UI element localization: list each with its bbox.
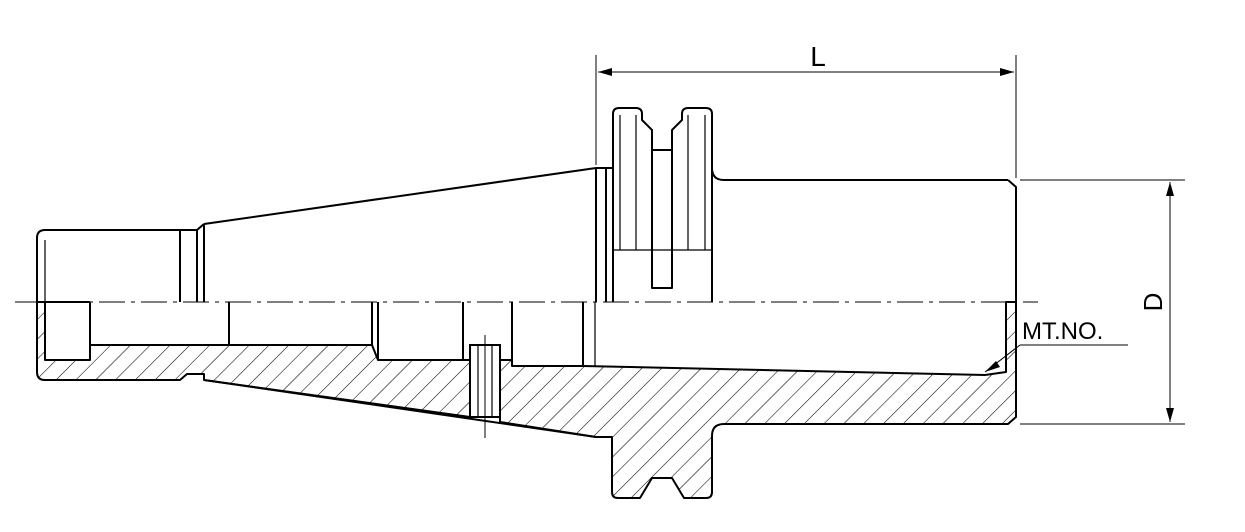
dimension-D: D	[1020, 179, 1185, 425]
taper-upper	[203, 167, 597, 225]
dimension-L-label: L	[810, 41, 826, 72]
cross-hole	[469, 335, 501, 438]
morse-taper-label: MT.NO.	[1022, 318, 1103, 345]
morse-taper-callout: MT.NO.	[984, 318, 1128, 373]
section-hatch	[36, 301, 1017, 499]
shank-upper	[1007, 179, 1017, 302]
drive-slot	[651, 150, 673, 289]
flange-upper	[606, 107, 1008, 181]
lower-half-section	[36, 301, 1017, 499]
collet-nose-upper	[36, 229, 180, 302]
upper-half-view	[36, 107, 1017, 302]
dimension-D-label: D	[1138, 293, 1168, 312]
dimension-L: L	[595, 41, 1017, 178]
